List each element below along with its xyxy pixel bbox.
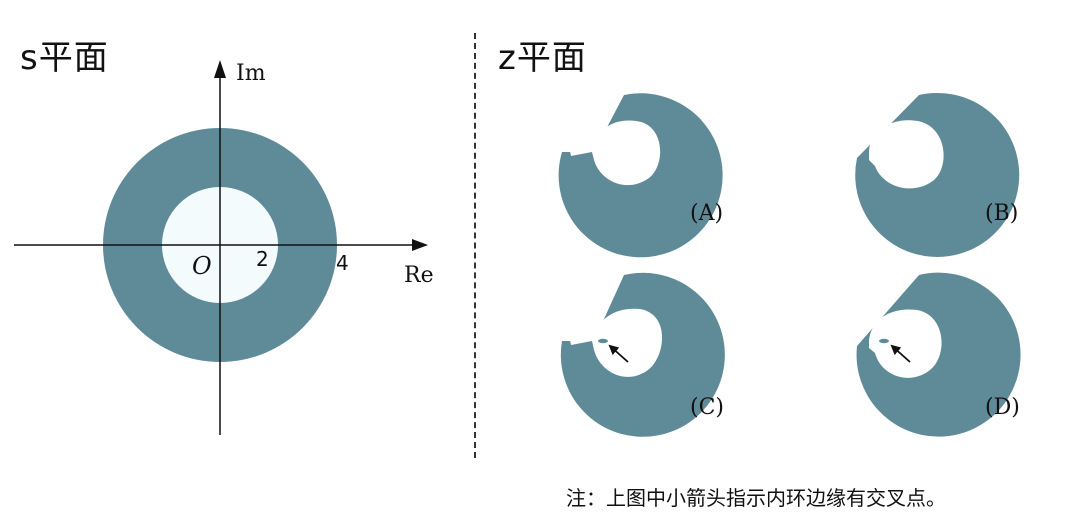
z-panel-c-label: (C) <box>690 395 724 420</box>
s-plane-diagram: Im Re O 2 4 <box>14 60 434 435</box>
z-region-d-crossing <box>879 338 889 344</box>
z-panel-d-label: (D) <box>985 395 1020 420</box>
z-region-c-crossing <box>598 338 608 344</box>
origin-label: O <box>192 252 212 280</box>
figure-note: 注：上图中小箭头指示内环边缘有交叉点。 <box>566 486 946 510</box>
re-axis-label: Re <box>404 263 434 288</box>
z-plane-diagram: (A) (B) (C) <box>558 92 1021 437</box>
z-region-c-hole <box>592 308 663 377</box>
crossing-arrow-d-icon <box>890 344 911 363</box>
z-panel-a: (A) <box>558 93 723 258</box>
z-panel-b: (B) <box>855 92 1020 257</box>
inner-radius-tick: 2 <box>256 247 269 271</box>
im-axis-label: Im <box>236 61 266 86</box>
im-axis-arrow-icon <box>214 60 226 78</box>
z-region-a-slit <box>570 151 592 156</box>
z-panel-c: (C) <box>560 272 725 437</box>
z-panel-b-label: (B) <box>985 201 1018 226</box>
re-axis-arrow-icon <box>412 239 428 251</box>
z-panel-a-label: (A) <box>690 201 723 226</box>
z-region-c-slit <box>570 340 592 345</box>
crossing-arrow-c-icon <box>608 344 629 363</box>
z-region-b-hole <box>869 120 944 189</box>
dashed-divider <box>474 33 476 458</box>
s-plane-title: s平面 <box>20 38 109 78</box>
z-region-a-hole <box>592 120 661 186</box>
z-plane-title: z平面 <box>498 38 587 78</box>
z-panel-d: (D) <box>856 272 1021 437</box>
z-region-d-hole <box>869 309 942 378</box>
outer-radius-tick: 4 <box>336 251 349 275</box>
